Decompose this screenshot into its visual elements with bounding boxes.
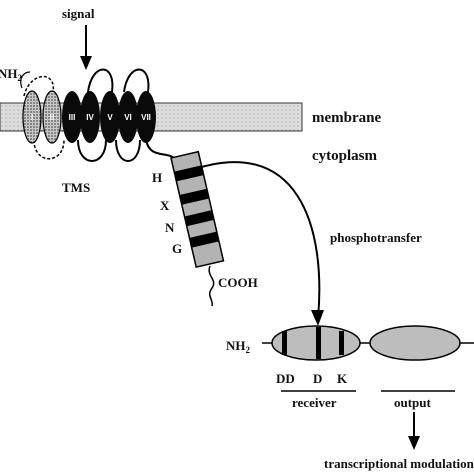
membrane-label: membrane: [312, 110, 381, 126]
signal-label: signal: [62, 6, 95, 21]
g-box-band: [189, 231, 219, 248]
output-domain: [369, 325, 461, 361]
loop-top-3: [87, 68, 114, 93]
helix-iv: [80, 91, 100, 143]
signal-arrowhead: [80, 56, 92, 70]
phosphotransfer-arrow: [185, 161, 321, 319]
x-box-band: [179, 188, 210, 205]
n-box-band: [184, 210, 215, 227]
helix-label-ii: II: [50, 113, 54, 122]
loop-top-5: [123, 68, 150, 93]
output-label: output: [394, 395, 432, 410]
loop-bottom-4: [77, 139, 107, 162]
nh2-top-label: NH2: [0, 66, 23, 83]
cooh-label: COOH: [218, 275, 258, 290]
n-box-label: N: [165, 220, 175, 235]
transcriptional-label: transcriptional modulation: [324, 456, 474, 471]
helix-label-i: I: [31, 113, 33, 122]
output-arrowhead: [408, 436, 420, 450]
helix-label-vii: VII: [141, 113, 151, 122]
x-box-label: X: [160, 198, 170, 213]
kinase-domain: [170, 150, 225, 269]
helix-vii: [136, 91, 156, 143]
helix-label-v: V: [107, 113, 113, 122]
loop-dotted-bottom-2: [33, 139, 65, 160]
helix-label-vi: VI: [124, 113, 132, 122]
nh2-bottom-label: NH2: [226, 338, 251, 355]
k-label: K: [337, 371, 348, 386]
cterm-tail: [208, 265, 215, 307]
helix-label-iii: III: [69, 113, 76, 122]
helix-label-iv: IV: [86, 113, 94, 122]
helix-ii: [42, 90, 62, 144]
loop-dotted-top-1: [23, 75, 55, 97]
tms-label: TMS: [62, 180, 90, 195]
d-label: D: [313, 371, 322, 386]
cterm-linker: [145, 139, 177, 161]
dd-band: [282, 331, 287, 355]
h-box-label: H: [152, 170, 162, 185]
helix-vi: [118, 91, 138, 143]
helix-iii: [62, 91, 82, 143]
loop-bottom-6: [115, 139, 141, 162]
dd-label: DD: [276, 371, 295, 386]
nterm-tail: [20, 71, 31, 89]
k-band: [339, 331, 344, 355]
receiver-label: receiver: [292, 395, 337, 410]
helix-i: [22, 90, 42, 144]
helix-v: [100, 91, 120, 143]
d-band: [316, 327, 321, 359]
phosphotransfer-label: phosphotransfer: [330, 230, 422, 245]
g-box-label: G: [172, 241, 182, 256]
phosphotransfer-arrowhead: [311, 310, 324, 326]
cytoplasm-label: cytoplasm: [312, 148, 378, 164]
